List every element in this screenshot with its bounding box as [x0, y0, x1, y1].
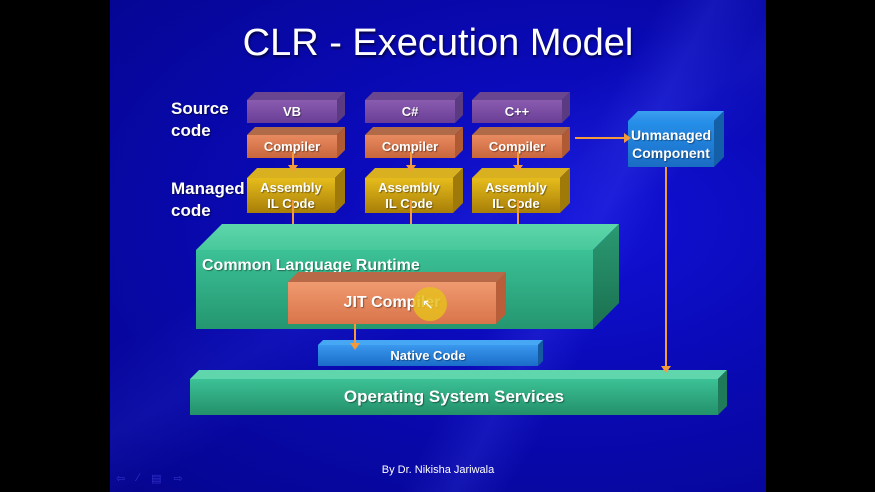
menu-icon[interactable]: ▤	[151, 473, 162, 485]
footer-credit: By Dr. Nikisha Jariwala	[381, 464, 495, 476]
compiler-box-0: Compiler	[247, 127, 345, 158]
arrow-unmanaged-to-os	[661, 167, 671, 373]
compiler-label: Compiler	[488, 138, 546, 154]
unmanaged-line2: Component	[632, 145, 710, 161]
assembly-label-line1: Assembly	[378, 179, 440, 195]
os-services-box: Operating System Services	[190, 370, 727, 415]
compiler-label: Compiler	[381, 138, 439, 154]
native-code-box: Native Code	[318, 340, 543, 366]
language-label: C++	[504, 103, 530, 119]
compiler-label: Compiler	[263, 138, 321, 154]
arrow-compiler-to-assembly-0	[288, 152, 298, 172]
managed-code-label-line1: Managed	[171, 179, 245, 198]
back-arrow-icon[interactable]: ⇦	[116, 473, 126, 485]
cursor-highlight	[413, 287, 447, 321]
compiler-box-1: Compiler	[365, 127, 463, 158]
clr-label: Common Language Runtime	[202, 257, 420, 274]
arrow-to-unmanaged	[575, 133, 631, 143]
language-box-1: C#	[365, 92, 463, 123]
source-code-label-line2: code	[171, 121, 211, 140]
language-box-0: VB	[247, 92, 345, 123]
assembly-label-line2: IL Code	[385, 195, 433, 211]
forward-arrow-icon[interactable]: ⇨	[173, 473, 183, 485]
unmanaged-line1: Unmanaged	[630, 127, 712, 143]
jit-compiler-box: JIT Compiler	[288, 272, 506, 324]
source-code-label: Source code	[171, 98, 229, 142]
assembly-label-line1: Assembly	[260, 179, 322, 195]
slide-title: CLR - Execution Model	[242, 22, 634, 64]
language-label: VB	[282, 103, 302, 119]
arrow-compiler-to-assembly-1	[406, 152, 416, 172]
assembly-label-line1: Assembly	[485, 179, 547, 195]
unmanaged-component-box: Unmanaged Component	[628, 111, 724, 167]
native-code-label: Native Code	[390, 348, 466, 363]
assembly-label-line2: IL Code	[267, 195, 315, 211]
managed-code-label-line2: code	[171, 201, 211, 220]
source-code-label-line1: Source	[171, 99, 229, 118]
compiler-box-2: Compiler	[472, 127, 570, 158]
language-box-2: C++	[472, 92, 570, 123]
assembly-label-line2: IL Code	[492, 195, 540, 211]
slideshow-nav: ⇦ ∕ ▤ ⇨	[116, 472, 183, 485]
language-label: C#	[401, 103, 419, 119]
pen-icon[interactable]: ∕	[137, 472, 140, 484]
slide: CLR - Execution Model Source code Manage…	[110, 0, 766, 492]
arrow-jit-to-native	[350, 324, 360, 350]
os-services-label: Operating System Services	[343, 387, 565, 406]
managed-code-label: Managed code	[171, 178, 245, 222]
arrow-compiler-to-assembly-2	[513, 152, 523, 172]
mouse-cursor-icon: ↖	[422, 296, 434, 312]
